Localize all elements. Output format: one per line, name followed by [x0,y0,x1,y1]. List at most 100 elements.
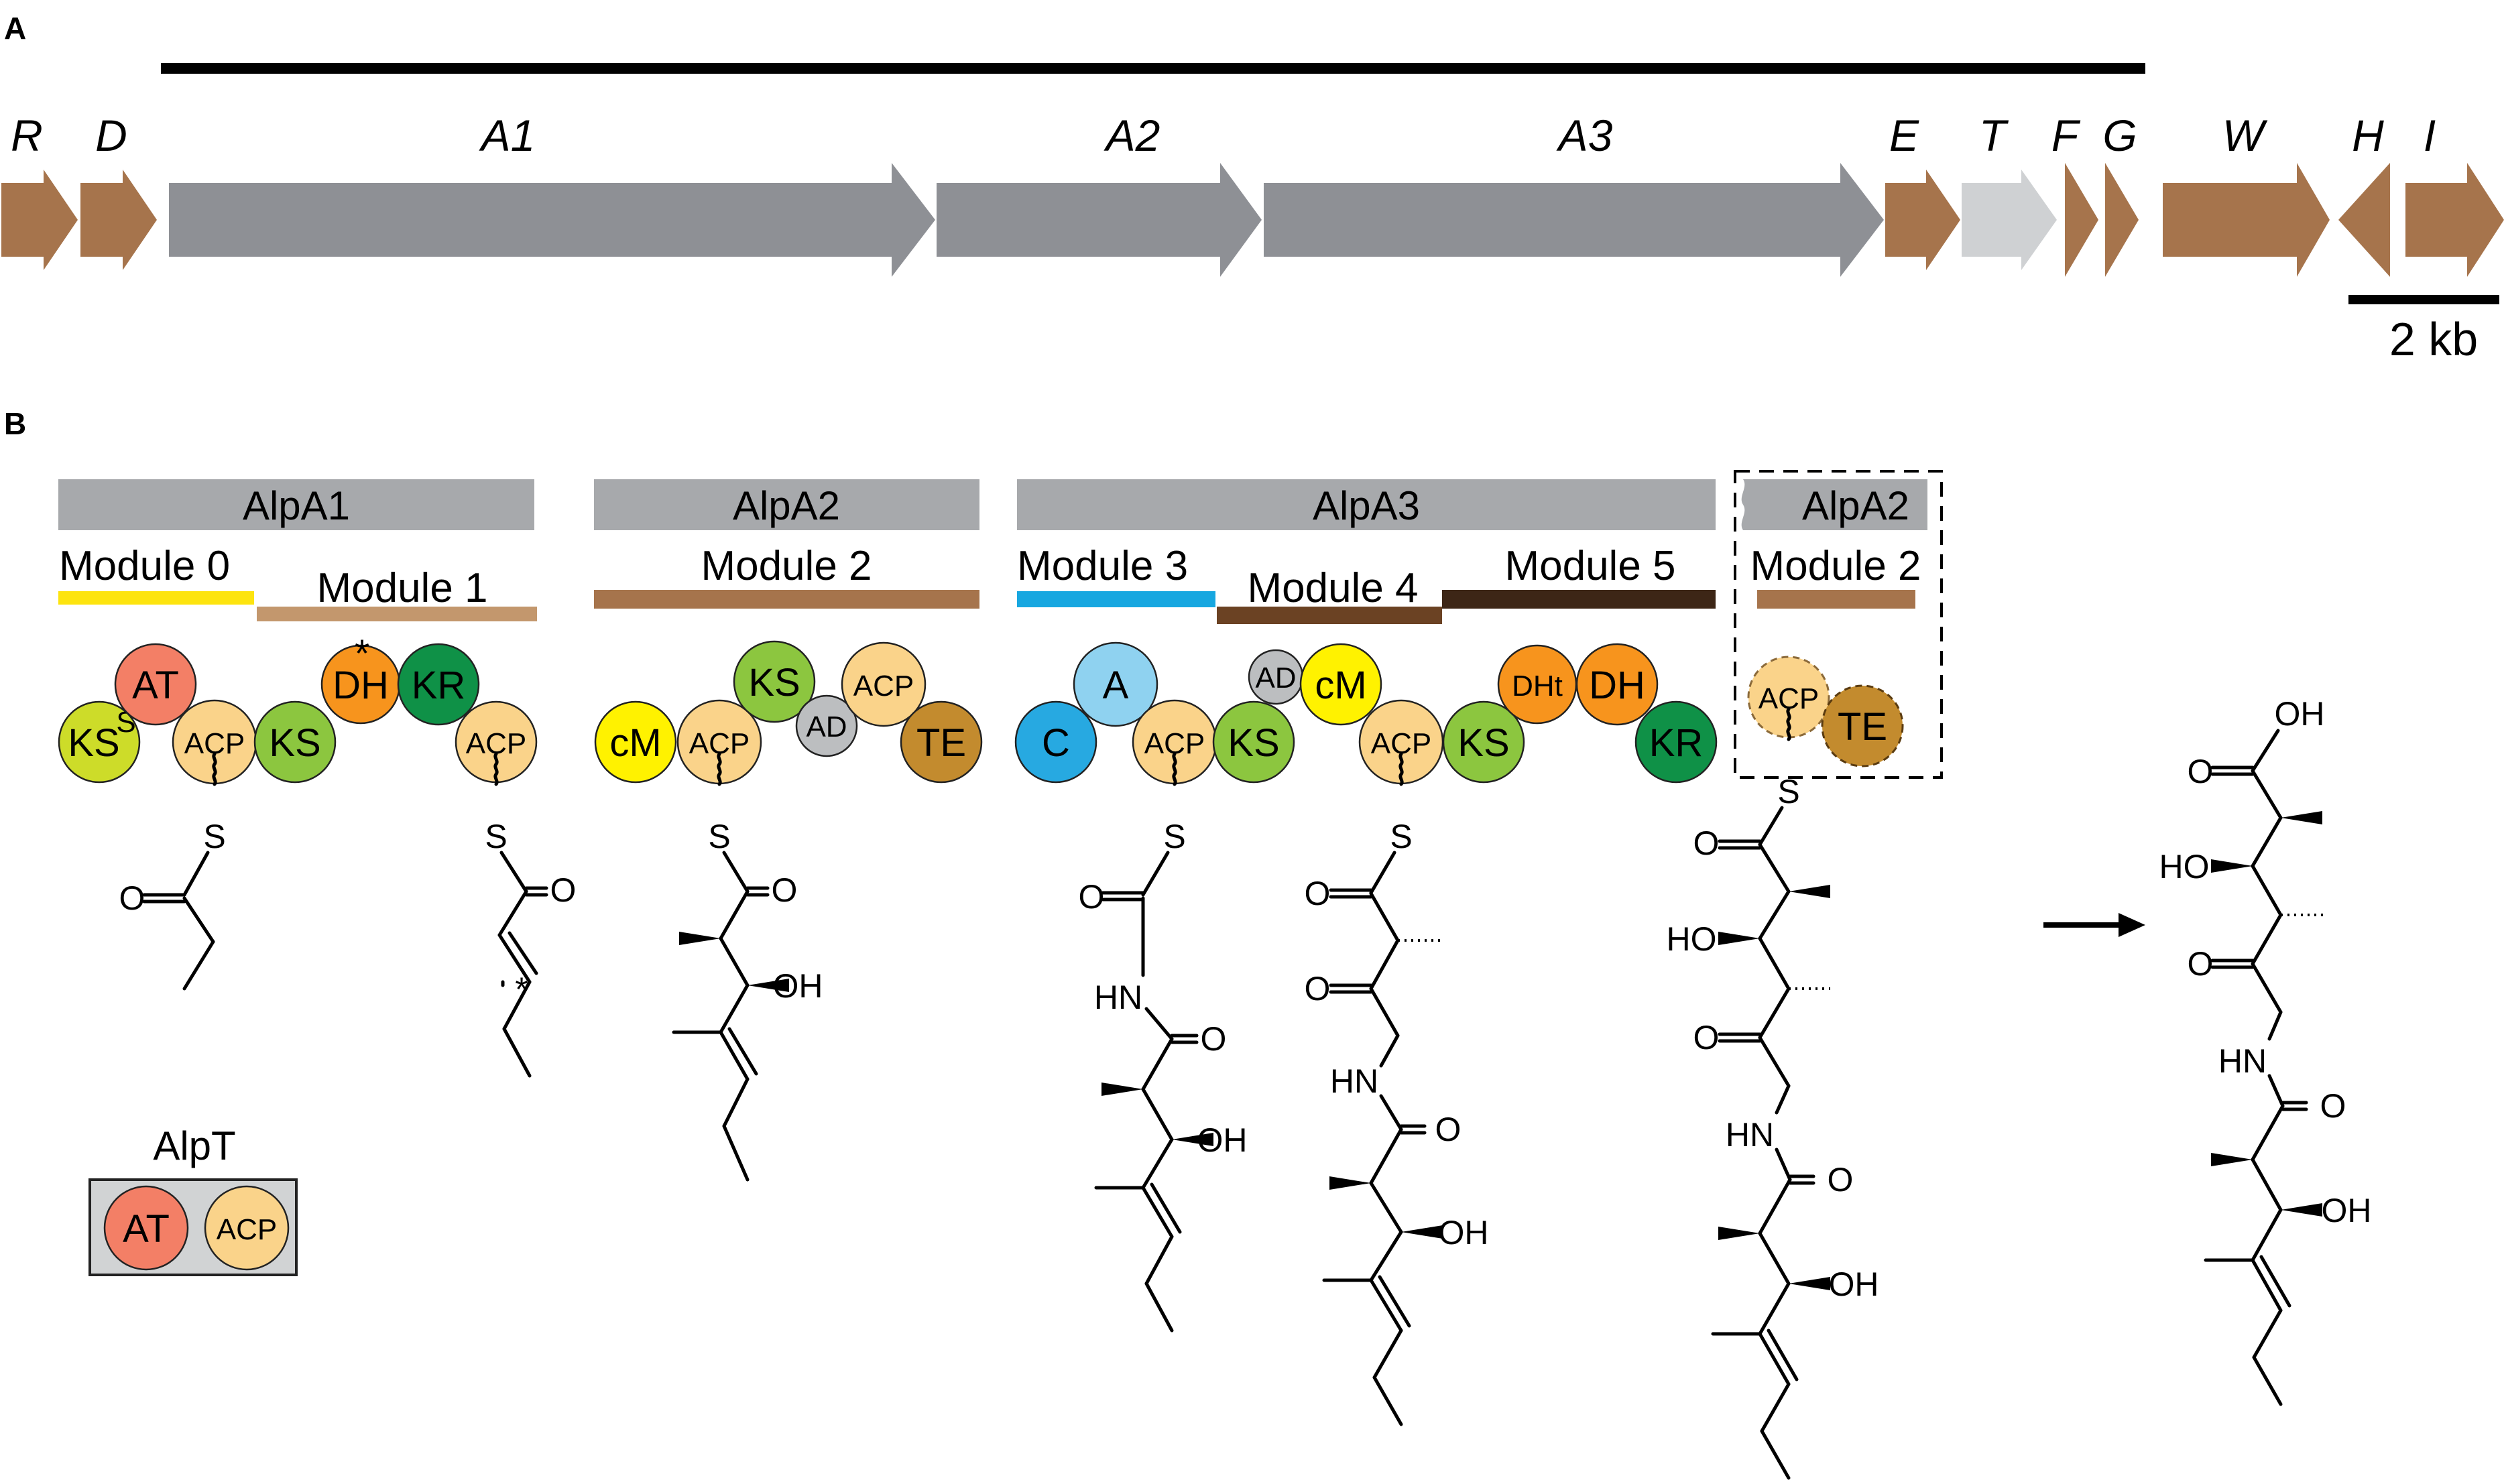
domain-dh-module5 [1575,643,1659,726]
scale-bar [2348,295,2499,304]
acid-hydroxyl: OH [2275,695,2325,733]
domain-label-ad2: AD [806,710,847,743]
domain-label-te6: TE [1838,705,1887,749]
thioester-sulfur: S [203,818,225,855]
domain-at-loading [114,643,197,726]
domain-at-alpt [103,1185,189,1271]
gene-label-E: E [1889,111,1919,160]
thioester-oxygen: O [1693,824,1720,862]
gene-label-F: F [2051,111,2081,160]
domain-a-module3 [1073,641,1158,727]
gene-label-G: G [2102,111,2137,160]
gene-arrow-R [1,170,78,270]
gene-arrow-A1 [169,163,935,277]
hydroxyl: HO [1667,920,1717,958]
hydroxyl-2: OH [2322,1192,2372,1229]
amide-nh: HN [2218,1042,2267,1080]
domain-kr-module1 [397,643,480,726]
protein-label-alpa3: AlpA3 [1313,483,1420,528]
thioester-sulfur: S [708,818,730,855]
module-label-2: Module 2 [701,543,872,589]
amide-oxygen: O [1201,1020,1227,1058]
gene-label-I: I [2424,111,2436,160]
domain-label-kr1: KR [412,664,466,707]
domain-label-dh5: DH [1589,664,1645,707]
thioester-sulfur: S [1390,818,1412,855]
domain-label-te2: TE [916,721,966,765]
gene-arrow-W [2163,163,2330,277]
module-bar-3 [1017,591,1215,607]
module-label-1: Module 1 [316,565,487,611]
gene-arrow-D [80,170,157,270]
domain-label-ad4: AD [1255,662,1296,694]
intermediate-loading-propionyl: S O [119,754,226,991]
cluster-bar [161,63,2145,74]
module-bar-0 [58,591,254,605]
protein-label-alpa2-repeat: AlpA2 [1802,483,1909,528]
domain-cm-module4 [1299,643,1382,726]
domain-ks-module1 [253,700,337,784]
release-arrow [2043,913,2145,937]
module-bar-2 [594,590,979,609]
gene-arrow-I [2405,163,2504,277]
intermediate-module1: S O * [485,754,577,1078]
domain-label-dh1: DH [333,664,389,707]
domain-kr-module5 [1634,700,1718,784]
domain-label-ks5: KS [1457,721,1509,765]
carbonyl-oxygen: O [550,871,577,909]
gene-arrow-A2 [937,163,1262,277]
amide-oxygen: O [2320,1087,2346,1125]
domain-label-ks1: KS [269,721,320,765]
domain-label-ks3: KS [1228,721,1279,765]
gene-arrow-E [1885,170,1960,270]
module-label-4: Module 4 [1247,565,1418,611]
gene-label-A2: A2 [1104,111,1160,160]
domain-c-module3 [1014,700,1097,784]
domain-label-ks-s: KS [68,721,119,765]
module-label-5: Module 5 [1504,543,1675,589]
protein-label-alpa2: AlpA2 [733,483,840,528]
thioester-oxygen: O [1305,875,1331,912]
domain-label-at1: AT [132,664,179,707]
carbonyl-oxygen: O [119,879,145,917]
gene-label-R: R [11,111,43,160]
scale-bar-label: 2 kb [2389,313,2478,365]
hydroxyl-2: OH [1829,1265,1879,1303]
protein-label-alpa1: AlpA1 [243,483,350,528]
module-bar-2b [1757,590,1915,609]
domain-label-acp-t: ACP [217,1213,277,1246]
domain-label-cm4: cM [1315,664,1366,707]
amide-oxygen: O [1828,1161,1854,1198]
domain-label-c3: C [1042,721,1070,765]
module-bar-5 [1442,590,1716,609]
module-label-0: Module 0 [59,543,230,589]
gene-label-A1: A1 [479,111,536,160]
module-bar-4 [1217,607,1442,624]
acid-oxygen: O [2188,753,2214,790]
domain-label-cm2: cM [609,721,661,765]
protein-bar-alpa1 [58,479,534,530]
repeat-module-box [1734,470,1943,779]
gene-arrow-G [2105,163,2139,277]
domain-cm-module2 [594,700,677,784]
domain-acp-alpt [204,1185,290,1271]
gene-label-D: D [95,111,127,160]
intermediate-module4: S O O HN O OH [1305,754,1489,1426]
domain-label-acp2b: ACP [853,670,914,702]
hydroxyl: OH [1439,1214,1489,1251]
protein-label-alpt: AlpT [153,1123,235,1168]
thioester-sulfur: S [485,818,507,855]
module-label-2b: Module 2 [1750,543,1921,589]
hydroxyl: OH [1197,1121,1248,1159]
domain-label-ks2: KS [748,661,800,704]
ketone-oxygen: O [2188,945,2214,983]
thioester-sulfur: S [1777,773,1799,810]
protein-bar-alpa2-repeat [1741,479,1927,530]
intermediate-repeat-module2: S O HO O HN O OH [1667,709,1879,1480]
module-label-3: Module 3 [1017,543,1188,589]
gene-label-T: T [1979,111,2009,160]
protein-bar-alpa2 [594,479,979,530]
domain-ks-module5 [1442,700,1525,784]
gene-label-W: W [2222,111,2268,160]
